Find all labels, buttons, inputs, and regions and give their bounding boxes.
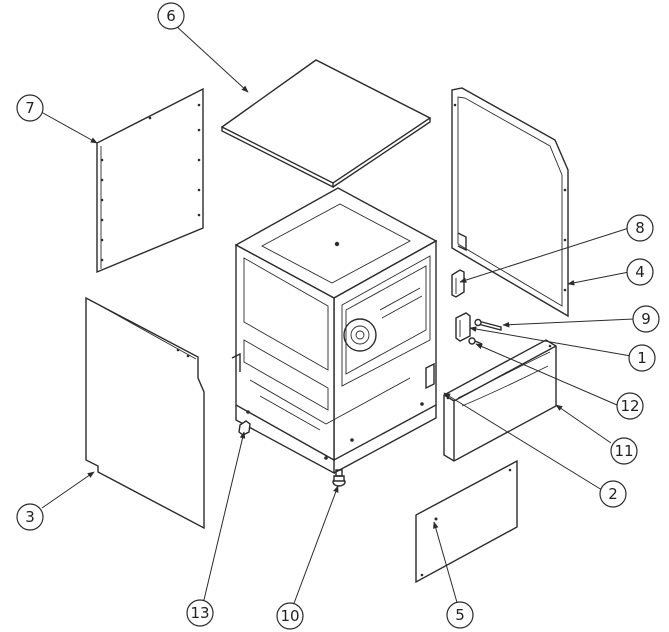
callout-9: 9 bbox=[632, 305, 660, 333]
callout-1-label: 1 bbox=[637, 349, 647, 367]
callout-11-label: 11 bbox=[614, 442, 633, 460]
callout-6: 6 bbox=[157, 2, 185, 30]
right-side-panel bbox=[451, 87, 569, 318]
callout-10-label: 10 bbox=[280, 607, 299, 625]
callout-13-label: 13 bbox=[190, 604, 209, 622]
callout-2: 2 bbox=[599, 480, 627, 508]
callout-3-label: 3 bbox=[25, 508, 35, 526]
cabinet-body bbox=[231, 187, 438, 475]
callout-4: 4 bbox=[626, 258, 654, 286]
callout-8: 8 bbox=[626, 214, 654, 242]
callout-2-label: 2 bbox=[608, 485, 618, 503]
rear-left-side-panel bbox=[96, 87, 204, 274]
bracket-part-8 bbox=[451, 269, 465, 298]
callout-3: 3 bbox=[16, 503, 44, 531]
left-side-panel bbox=[85, 296, 205, 530]
callout-7: 7 bbox=[16, 94, 44, 122]
callout-13: 13 bbox=[186, 599, 214, 627]
latch-part-1 bbox=[455, 312, 471, 342]
foot-part-10 bbox=[332, 469, 346, 487]
front-kick-panel bbox=[443, 339, 557, 462]
callout-12-label: 12 bbox=[620, 397, 639, 415]
callout-10: 10 bbox=[276, 602, 304, 630]
callout-11: 11 bbox=[610, 437, 638, 465]
callout-4-label: 4 bbox=[635, 263, 645, 281]
callout-8-label: 8 bbox=[635, 219, 645, 237]
top-panel bbox=[220, 59, 432, 189]
callout-5: 5 bbox=[446, 601, 474, 629]
callout-7-label: 7 bbox=[25, 99, 35, 117]
callout-9-label: 9 bbox=[641, 310, 651, 328]
callout-1: 1 bbox=[628, 344, 656, 372]
callout-12: 12 bbox=[616, 392, 644, 420]
lower-front-panel bbox=[415, 459, 518, 584]
screw-part-12 bbox=[468, 337, 483, 345]
callout-6-label: 6 bbox=[166, 7, 176, 25]
pin-part-9 bbox=[474, 318, 502, 331]
callout-5-label: 5 bbox=[455, 606, 465, 624]
